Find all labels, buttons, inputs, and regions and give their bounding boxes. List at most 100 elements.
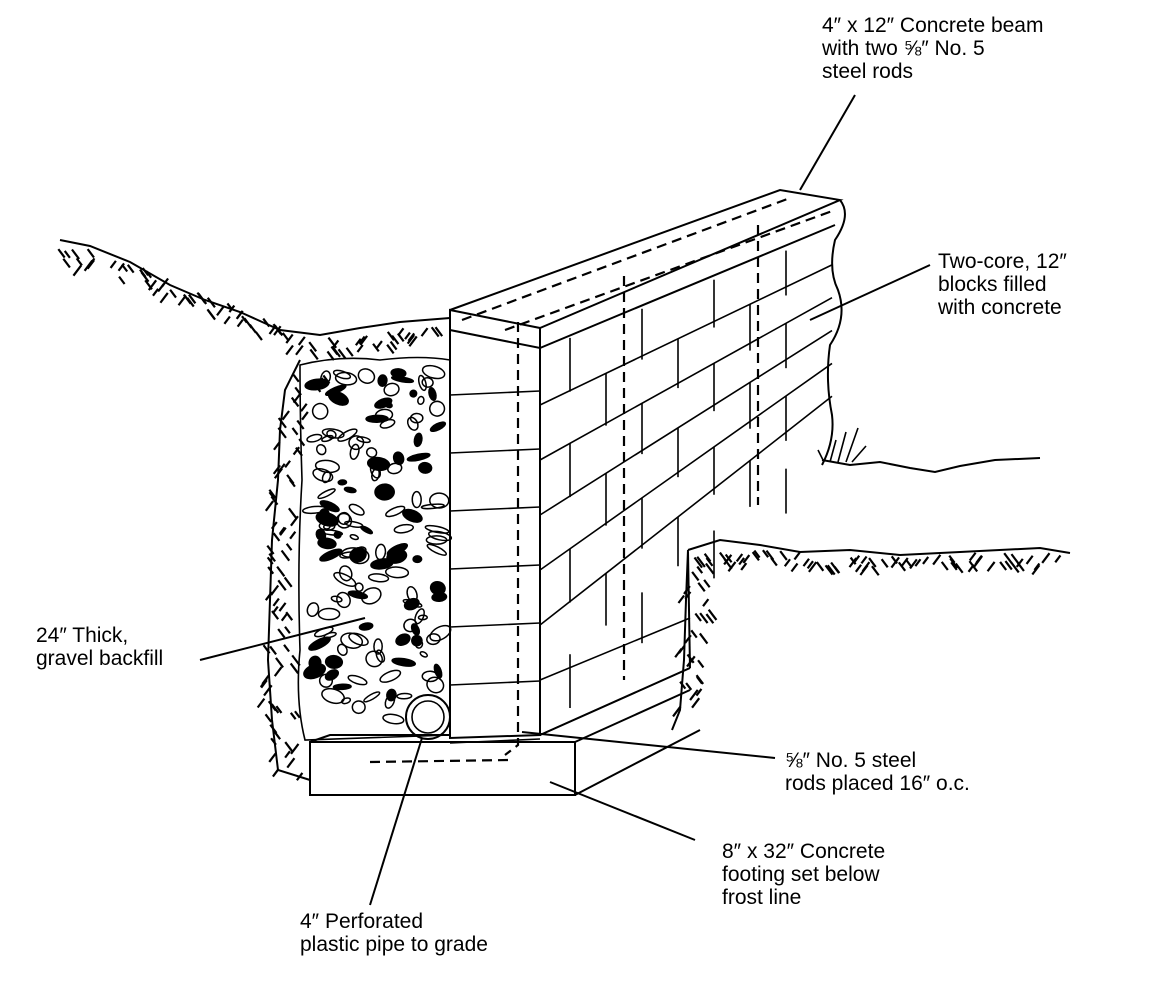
soil-hatch-stroke <box>830 561 840 574</box>
soil-hatch-stroke <box>284 460 291 468</box>
soil-hatch-stroke <box>386 344 395 355</box>
soil-hatch-stroke <box>386 331 395 341</box>
soil-hatch-stroke <box>1033 562 1041 571</box>
soil-hatch-stroke <box>703 579 711 588</box>
gravel-stone <box>386 549 408 564</box>
end-course-joint <box>449 564 541 570</box>
soil-hatch-stroke <box>909 558 918 570</box>
label-beam: 4″ x 12″ Concrete beam with two ⅝″ No. 5… <box>822 14 1044 83</box>
soil-hatch-stroke <box>264 500 275 512</box>
gravel-stone <box>365 447 378 458</box>
soil-hatch-stroke <box>783 558 791 567</box>
gravel-stone <box>315 443 327 456</box>
soil-hatch-stroke <box>950 561 958 571</box>
soil-hatch-stroke <box>408 335 418 347</box>
gravel-stone <box>429 400 446 417</box>
concrete-footing <box>309 689 701 796</box>
soil-hatch-stroke <box>260 679 268 689</box>
soil-hatch-stroke <box>793 551 801 561</box>
gravel-stone <box>375 543 387 561</box>
soil-hatch-stroke <box>57 248 66 259</box>
gravel-stone <box>413 432 423 448</box>
soil-hatch-stroke <box>300 403 308 412</box>
soil-hatch-stroke <box>277 579 287 591</box>
soil-hatch-stroke <box>705 562 715 575</box>
soil-hatch-stroke <box>802 558 810 567</box>
soil-hatch-stroke <box>735 553 744 563</box>
beam-rebar-1 <box>461 196 791 322</box>
soil-hatch-stroke <box>269 645 277 656</box>
gravel-stone <box>377 374 388 387</box>
soil-hatch-stroke <box>109 260 117 269</box>
gravel-stone <box>402 508 423 523</box>
soil-hatch-stroke <box>1010 561 1020 574</box>
long-course-joint <box>539 264 833 406</box>
soil-hatch-stroke <box>420 327 429 337</box>
gravel-stone <box>317 488 336 500</box>
excavation-side <box>671 549 689 731</box>
gravel-stone <box>411 490 422 509</box>
soil-hatch-stroke <box>284 741 294 752</box>
soil-hatch-stroke <box>285 333 294 344</box>
end-course-joint <box>449 622 541 628</box>
gravel-stone <box>418 461 433 474</box>
soil-hatch-stroke <box>86 248 95 259</box>
soil-hatch-stroke <box>922 556 930 565</box>
soil-hatch-stroke <box>826 564 836 576</box>
soil-hatch-stroke <box>147 279 158 291</box>
soil-hatch-stroke <box>890 556 900 569</box>
soil-hatch-stroke <box>815 561 825 572</box>
gravel-stone <box>333 571 357 587</box>
gravel-stone <box>383 382 400 397</box>
gravel-stone <box>421 364 446 380</box>
label-rods: ⅝″ No. 5 steel rods placed 16″ o.c. <box>785 749 970 795</box>
soil-hatch-stroke <box>691 697 701 709</box>
soil-hatch-stroke <box>62 258 71 269</box>
soil-hatch-stroke <box>272 597 280 607</box>
ground-surface-left <box>59 239 451 337</box>
gravel-stone <box>318 673 334 688</box>
gravel-stone <box>332 369 352 380</box>
gravel-stone <box>360 587 382 605</box>
gravel-stone <box>335 512 353 529</box>
gravel-stone <box>406 452 431 462</box>
soil-hatch-stroke <box>868 557 877 568</box>
soil-hatch-stroke <box>397 327 405 336</box>
soil-hatch-stroke <box>968 552 977 562</box>
gravel-stone <box>337 428 358 442</box>
gravel-stone <box>306 602 320 618</box>
soil-hatch-stroke <box>690 629 698 639</box>
soil-hatch-stroke <box>264 713 273 723</box>
soil-hatch-stroke <box>275 657 284 669</box>
soil-hatch-stroke <box>292 374 300 383</box>
soil-hatch-stroke <box>271 610 280 620</box>
soil-hatch-stroke <box>376 340 383 349</box>
gravel-stone <box>304 378 330 391</box>
soil-hatch-stroke <box>283 576 293 588</box>
gravel-stone <box>327 390 349 406</box>
gravel-stone <box>306 433 323 443</box>
soil-hatch-stroke <box>707 608 718 621</box>
soil-hatch-stroke <box>854 564 862 573</box>
soil-hatch-stroke <box>372 343 380 353</box>
gravel-stone <box>426 633 441 646</box>
ground-surface-right <box>821 457 1041 474</box>
soil-hatch-stroke <box>691 571 700 582</box>
soil-hatch-stroke <box>940 561 949 571</box>
gravel-stone <box>414 639 424 649</box>
gravel-stone <box>429 492 450 509</box>
soil-hatch-stroke <box>186 297 195 308</box>
soil-hatch-stroke <box>273 666 283 677</box>
long-course-joint <box>539 667 691 736</box>
soil-hatch-stroke <box>272 532 281 542</box>
soil-hatch-stroke <box>308 341 318 352</box>
soil-hatch-stroke <box>140 271 150 283</box>
long-course-joint <box>539 297 833 461</box>
gravel-backfill-outline <box>297 356 451 741</box>
soil-hatch-stroke <box>295 344 304 356</box>
gravel-stone <box>336 591 351 609</box>
gravel-stone <box>319 529 344 536</box>
gravel-stone <box>427 530 453 542</box>
gravel-stone <box>340 632 364 649</box>
soil-hatch-stroke <box>169 289 177 299</box>
